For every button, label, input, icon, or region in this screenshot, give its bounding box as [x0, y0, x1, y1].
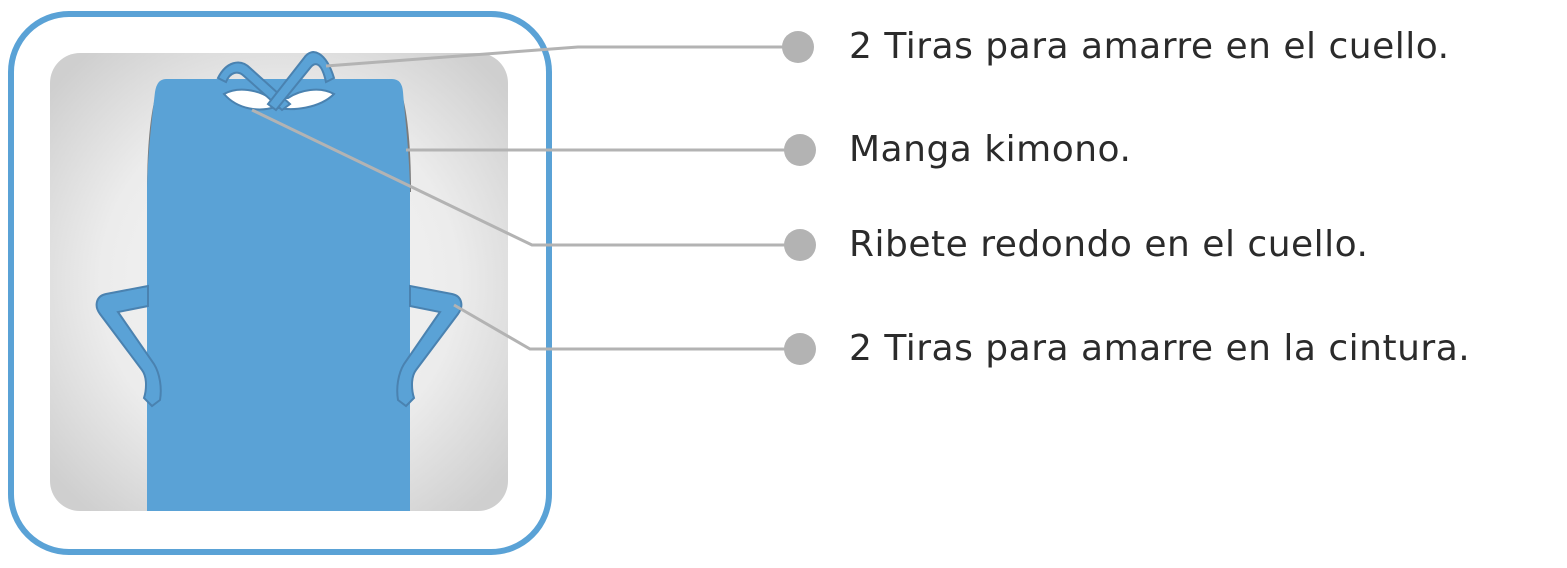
leader-line-neck-ties: [325, 45, 798, 68]
waist-tie-left: [95, 284, 162, 408]
callout-label-neckline: Ribete redondo en el cuello.: [849, 224, 1369, 265]
apron-illustration: [95, 51, 463, 511]
bullet-2: [784, 134, 816, 166]
bullet-1: [782, 31, 814, 63]
neck-tie-right: [266, 51, 336, 112]
leader-line-neckline: [251, 108, 800, 247]
waist-tie-right: [396, 284, 463, 408]
leader-line-waist-ties: [453, 303, 800, 351]
bullet-4: [784, 333, 816, 365]
leader-lines: [251, 45, 800, 351]
apron-body: [147, 79, 410, 511]
bullets: [782, 31, 816, 365]
callout-label-kimono-sleeve: Manga kimono.: [849, 129, 1132, 170]
callout-label-waist-ties: 2 Tiras para amarre en la cintura.: [849, 328, 1471, 369]
bullet-3: [784, 229, 816, 261]
callout-label-neck-ties: 2 Tiras para amarre en el cuello.: [849, 26, 1450, 67]
